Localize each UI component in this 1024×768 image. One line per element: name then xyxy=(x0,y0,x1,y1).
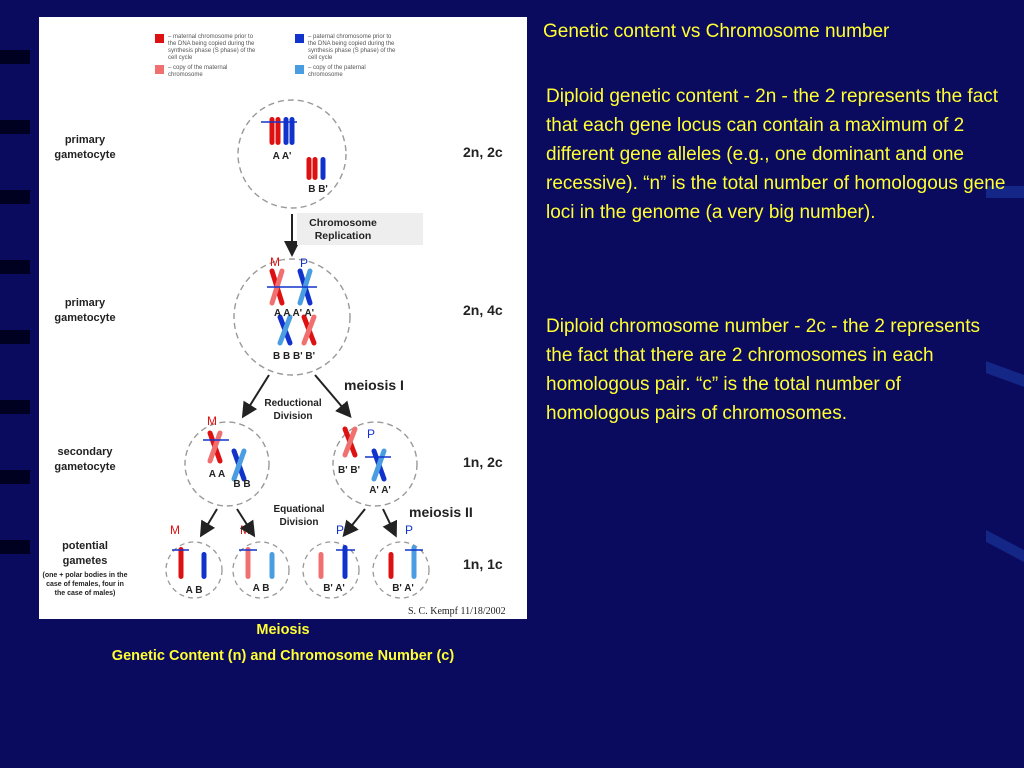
background-stripe xyxy=(0,470,30,484)
allele-label-g2: A B xyxy=(253,583,270,594)
marker-m-c2: M xyxy=(270,255,280,269)
chromosome-g1-a xyxy=(179,547,184,579)
chromosome-c1-b xyxy=(307,157,312,180)
allele-label-c2-top: A A A' A' xyxy=(274,308,314,319)
allele-label-c3-bot: B B xyxy=(233,479,250,490)
marker-p-c2: P xyxy=(300,256,308,270)
arrow-meiosis1-left xyxy=(244,375,269,415)
marker-p-g3: P xyxy=(336,523,344,537)
chromosome-c1-ap xyxy=(284,117,289,145)
legend-swatch-maternal xyxy=(155,34,164,43)
chromosome-g3-b xyxy=(319,552,324,579)
process-label-meiosis-2: meiosis II xyxy=(409,504,473,520)
ratio-2n-2c: 2n, 2c xyxy=(463,144,503,160)
background-stripe xyxy=(0,190,30,204)
cell-secondary-maternal xyxy=(185,422,269,506)
marker-m-g2: M xyxy=(240,523,250,537)
allele-label-g3: B' A' xyxy=(323,583,345,594)
paragraph-genetic-content: Diploid genetic content - 2n - the 2 rep… xyxy=(546,82,1006,227)
allele-label-g4: B' A' xyxy=(392,583,414,594)
background-ray xyxy=(986,530,1024,562)
allele-label-c2-bot: B B B' B' xyxy=(273,351,315,362)
ratio-2n-4c: 2n, 4c xyxy=(463,302,503,318)
chromosome-g2-b xyxy=(270,552,275,579)
chromosome-c1-a xyxy=(270,117,275,145)
chromosome-c1-a2 xyxy=(276,117,281,145)
cell-primary-1 xyxy=(238,100,346,208)
background-stripe xyxy=(0,540,30,554)
background-stripe xyxy=(0,400,30,414)
chromosome-g4-b xyxy=(389,552,394,579)
background-stripe xyxy=(0,330,30,344)
marker-m-c3: M xyxy=(207,414,217,428)
arrow-meiosis2-4 xyxy=(383,509,395,534)
chromosome-c1-bp xyxy=(321,157,326,180)
background-stripe xyxy=(0,50,30,64)
chromosome-c1-ap2 xyxy=(290,117,295,145)
figure-signature: S. C. Kempf 11/18/2002 xyxy=(408,606,506,617)
figure-caption-title: Meiosis xyxy=(39,622,527,638)
allele-label-c4-top: B' B' xyxy=(338,465,360,476)
legend-swatch-maternal-copy xyxy=(155,65,164,74)
background-stripe xyxy=(0,120,30,134)
background-stripe xyxy=(0,260,30,274)
slide-title: Genetic content vs Chromosome number xyxy=(543,21,889,43)
process-label-meiosis-1: meiosis I xyxy=(344,377,404,393)
allele-label-c4-bot: A' A' xyxy=(369,485,391,496)
ratio-1n-2c: 1n, 2c xyxy=(463,454,503,470)
allele-label-c1-top: A A' xyxy=(273,151,292,162)
marker-m-g1: M xyxy=(170,523,180,537)
allele-label-c3-top: A A xyxy=(209,469,225,480)
marker-p-c4: P xyxy=(367,427,375,441)
allele-label-c1-bot: B B' xyxy=(308,184,328,195)
chromosome-c1-b2 xyxy=(313,157,318,180)
chromosome-g1-b xyxy=(202,552,207,579)
paragraph-chromosome-number: Diploid chromosome number - 2c - the 2 r… xyxy=(546,312,1006,428)
figure-caption-subtitle: Genetic Content (n) and Chromosome Numbe… xyxy=(39,648,527,664)
allele-label-g1: A B xyxy=(186,585,203,596)
ratio-1n-1c: 1n, 1c xyxy=(463,556,503,572)
chromosome-g2-a xyxy=(246,547,251,579)
legend-swatch-paternal xyxy=(295,34,304,43)
marker-p-g4: P xyxy=(405,523,413,537)
arrow-meiosis2-1 xyxy=(202,509,217,534)
arrow-meiosis2-3 xyxy=(345,509,365,534)
legend-swatch-paternal-copy xyxy=(295,65,304,74)
